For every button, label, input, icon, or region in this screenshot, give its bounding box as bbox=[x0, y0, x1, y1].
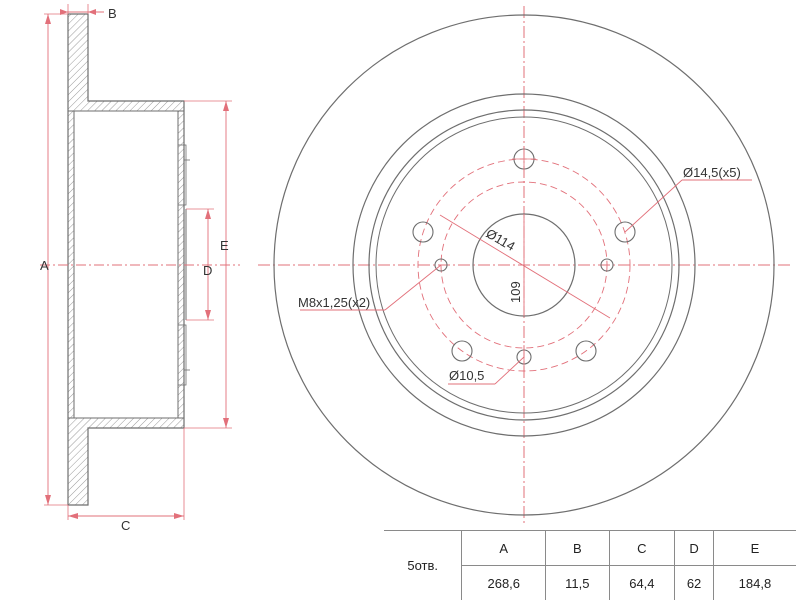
table-header-cell: C bbox=[608, 529, 676, 567]
table-value-cell: 11,5 bbox=[545, 565, 610, 600]
label-e: E bbox=[220, 238, 229, 253]
bolt-hole bbox=[575, 340, 597, 362]
label-b: B bbox=[108, 6, 117, 21]
table-value-cell: 64,4 bbox=[608, 565, 676, 600]
hat-edge-inner bbox=[368, 109, 680, 421]
bolt-hole bbox=[614, 221, 636, 243]
label-c: C bbox=[121, 518, 130, 533]
hub-face-edge bbox=[375, 116, 673, 414]
disc-outer-edge bbox=[273, 14, 775, 516]
label-a: A bbox=[40, 258, 49, 273]
hat-edge-outer bbox=[352, 93, 696, 437]
side-section-view: B A C D E bbox=[40, 4, 240, 533]
label-thread: M8x1,25(x2) bbox=[298, 295, 370, 310]
label-hub-dim: 109 bbox=[508, 281, 523, 303]
thread-hole-left bbox=[434, 258, 448, 272]
table-value-cell: 184,8 bbox=[712, 565, 796, 600]
bolt-hole bbox=[451, 340, 473, 362]
label-small-hole: Ø10,5 bbox=[449, 368, 484, 383]
front-view: Ø14,5(x5) M8x1,25(x2) Ø10,5 Ø114 109 bbox=[258, 6, 790, 524]
table-header-cell: A bbox=[461, 529, 547, 567]
bolt-hole bbox=[412, 221, 434, 243]
table-header-cell: D bbox=[674, 529, 714, 567]
table-header-cell: E bbox=[712, 529, 796, 567]
table-value-cell: 268,6 bbox=[461, 565, 547, 600]
table-value-cell: 62 bbox=[674, 565, 714, 600]
pcd-dimension-line bbox=[439, 214, 611, 319]
table-header-cell: B bbox=[545, 529, 610, 567]
label-d: D bbox=[203, 263, 212, 278]
label-pcd: Ø114 bbox=[484, 226, 518, 254]
thread-pitch-circle bbox=[440, 181, 608, 349]
hub-detail-bottom bbox=[177, 324, 187, 386]
dimension-table: 5отв. A B C D E 268,6 11,5 64,4 62 184,8 bbox=[384, 529, 796, 600]
table-header-row: 5отв. A B C D E bbox=[384, 529, 796, 600]
table-row-label: 5отв. bbox=[384, 530, 463, 600]
table-value-row: 268,6 11,5 64,4 62 184,8 bbox=[384, 565, 796, 600]
label-hole-dia: Ø14,5(x5) bbox=[683, 165, 741, 180]
disc-section-hatch bbox=[68, 14, 184, 505]
hub-detail-top bbox=[177, 144, 187, 206]
thread-hole-right bbox=[600, 258, 614, 272]
